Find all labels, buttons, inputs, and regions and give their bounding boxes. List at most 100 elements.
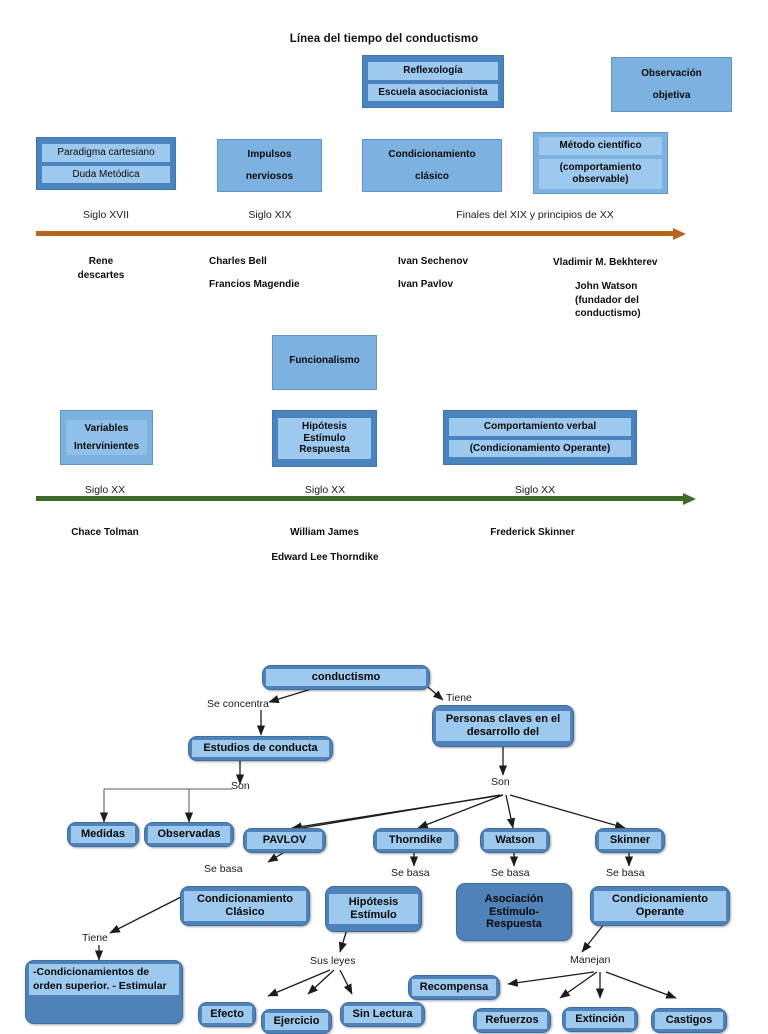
node-medidas[interactable]: Medidas	[67, 822, 139, 847]
node-condicionamiento-operante[interactable]: Condicionamiento Operante	[590, 886, 730, 926]
node-skinner[interactable]: Skinner	[595, 828, 665, 853]
timeline-box-line: Estímulo	[278, 432, 371, 445]
node-label: Efecto	[202, 1006, 252, 1023]
concept-map: conductismo Se concentra Tiene Personas …	[0, 650, 768, 1034]
timeline-person-charles-bell: Charles Bell Francios Magendie	[209, 255, 379, 292]
timeline-axis-brown-arrowhead	[673, 228, 686, 240]
timeline-box-line: Duda Metódica	[42, 165, 170, 184]
person-line: descartes	[77, 269, 125, 281]
node-efecto[interactable]: Efecto	[198, 1002, 256, 1027]
timeline-person-chace-tolman: Chace Tolman	[71, 527, 139, 538]
timeline-box-metodo-cientifico: Método científico (comportamiento observ…	[533, 132, 668, 194]
node-observadas[interactable]: Observadas	[144, 822, 234, 847]
timeline-person-ivan-sechenov: Ivan Sechenov Ivan Pavlov	[398, 255, 548, 292]
node-label: Condicionamiento Operante	[594, 891, 726, 921]
node-label: Castigos	[655, 1012, 723, 1029]
timeline-era-siglo-xvii: Siglo XVII	[82, 209, 130, 221]
person-line: Charles Bell	[209, 256, 267, 267]
timeline-era-bottom-3: Siglo XX	[514, 484, 556, 496]
node-label: Observadas	[148, 826, 230, 843]
timeline-box-condicionamiento-clasico: Condicionamiento clásico	[362, 139, 502, 192]
edge-label-manejan: Manejan	[570, 954, 611, 966]
person-line: (fundador del	[575, 294, 639, 306]
node-label: conductismo	[266, 669, 426, 686]
edge-label-se-basa-1: Se basa	[204, 863, 243, 875]
timeline-person-edward-lee-thorndike: Edward Lee Thorndike	[271, 552, 379, 563]
timeline-person-bekhterev-watson: Vladimir M. Bekhterev John Watson (funda…	[553, 256, 733, 321]
node-asociacion-estimulo-respuesta[interactable]: Asociación Estímulo- Respuesta	[456, 883, 572, 941]
timeline-box-line: Funcionalismo	[289, 355, 360, 366]
timeline-box-comportamiento-verbal: Comportamiento verbal (Condicionamiento …	[443, 410, 637, 465]
person-line: Rene	[88, 256, 114, 267]
timeline-box-line: (comportamiento observable)	[539, 159, 662, 189]
node-label: Skinner	[599, 832, 661, 849]
node-pavlov[interactable]: PAVLOV	[243, 828, 326, 853]
timeline-box-line: Impulsos	[247, 148, 292, 160]
node-sin-lectura[interactable]: Sin Lectura	[340, 1002, 425, 1027]
person-line: Vladimir M. Bekhterev	[553, 257, 658, 268]
node-recompensa[interactable]: Recompensa	[408, 975, 500, 1000]
timeline-box-line: Hipótesis	[278, 417, 371, 433]
node-extincion[interactable]: Extinción	[562, 1007, 638, 1032]
timeline-era-siglo-xix: Siglo XIX	[248, 209, 292, 221]
timeline-box-hipotesis-estimulo-respuesta: Hipótesis Estímulo Respuesta	[272, 410, 377, 467]
node-personas-claves[interactable]: Personas claves en el desarrollo del	[432, 705, 574, 747]
edge-label-son-1: Son	[231, 780, 250, 792]
node-label: Extinción	[566, 1011, 634, 1028]
edge-label-tiene-2: Tiene	[82, 932, 108, 944]
timeline-box-impulsos-nerviosos: Impulsos nerviosos	[217, 139, 322, 192]
node-label: Medidas	[71, 826, 135, 843]
timeline-era-bottom-2: Siglo XX	[304, 484, 346, 496]
timeline-box-line: Intervinientes	[66, 437, 147, 456]
person-line: conductismo)	[575, 308, 641, 320]
timeline-box-line: Comportamiento verbal	[449, 417, 631, 436]
timeline-box-variables-intervinientes: Variables Intervinientes	[60, 410, 153, 465]
node-label: PAVLOV	[247, 832, 322, 849]
timeline-person-frederick-skinner: Frederick Skinner	[490, 527, 575, 538]
node-thorndike[interactable]: Thorndike	[373, 828, 458, 853]
node-ejercicio[interactable]: Ejercicio	[261, 1009, 332, 1034]
edge-label-son-2: Son	[491, 776, 510, 788]
timeline-title: Línea del tiempo del conductismo	[289, 33, 479, 45]
node-label: Refuerzos	[477, 1012, 547, 1029]
edge-label-se-basa-4: Se basa	[606, 867, 645, 879]
node-label: Estudios de conducta	[192, 740, 329, 757]
timeline-era-bottom-1: Siglo XX	[84, 484, 126, 496]
node-label: Personas claves en el desarrollo del	[436, 711, 570, 741]
timeline-box-line: Condicionamiento	[388, 148, 476, 160]
node-label: Ejercicio	[265, 1013, 328, 1030]
person-line: Ivan Sechenov	[398, 256, 469, 267]
node-label: Watson	[484, 832, 546, 849]
node-label: Sin Lectura	[344, 1006, 421, 1023]
node-refuerzos[interactable]: Refuerzos	[473, 1008, 551, 1033]
node-label: Asociación Estímulo- Respuesta	[484, 893, 544, 931]
timeline-box-observacion-objetiva: Observación objetiva	[611, 57, 732, 112]
node-estudios-de-conducta[interactable]: Estudios de conducta	[188, 736, 333, 761]
timeline-person-william-james: William James	[290, 527, 359, 538]
timeline-person-rene-descartes: Rene descartes	[36, 255, 166, 283]
edge-label-se-basa-2: Se basa	[391, 867, 430, 879]
timeline-box-line: Observación	[641, 67, 702, 79]
node-watson[interactable]: Watson	[480, 828, 550, 853]
edge-label-sus-leyes: Sus leyes	[310, 955, 356, 967]
timeline-box-line: nerviosos	[245, 170, 294, 182]
node-castigos[interactable]: Castigos	[651, 1008, 727, 1033]
person-line: John Watson	[575, 280, 638, 292]
timeline-box-paradigma-cartesiano: Paradigma cartesiano Duda Metódica	[36, 137, 176, 190]
edge-label-se-basa-3: Se basa	[491, 867, 530, 879]
node-label: Thorndike	[377, 832, 454, 849]
person-line: Ivan Pavlov	[398, 278, 454, 290]
timeline-box-funcionalismo: Funcionalismo	[272, 335, 377, 390]
node-condicionamiento-clasico[interactable]: Condicionamiento Clásico	[180, 886, 310, 926]
node-hipotesis-estimulo[interactable]: Hipótesis Estímulo	[325, 886, 422, 932]
node-label: Hipótesis Estímulo	[329, 894, 418, 924]
timeline-box-line: Respuesta	[278, 444, 371, 460]
edge-label-se-concentra: Se concentra	[207, 698, 269, 710]
node-conductismo[interactable]: conductismo	[262, 665, 430, 690]
timeline-box-line: Reflexología	[368, 61, 498, 80]
node-condicionamientos-orden-superior[interactable]: -Condicionamientos de orden superior. - …	[25, 960, 183, 1024]
timeline-axis-brown	[36, 231, 674, 236]
timeline-box-line: clásico	[415, 170, 449, 182]
timeline-axis-green	[36, 496, 684, 501]
timeline-box-line: Variables	[66, 419, 147, 438]
